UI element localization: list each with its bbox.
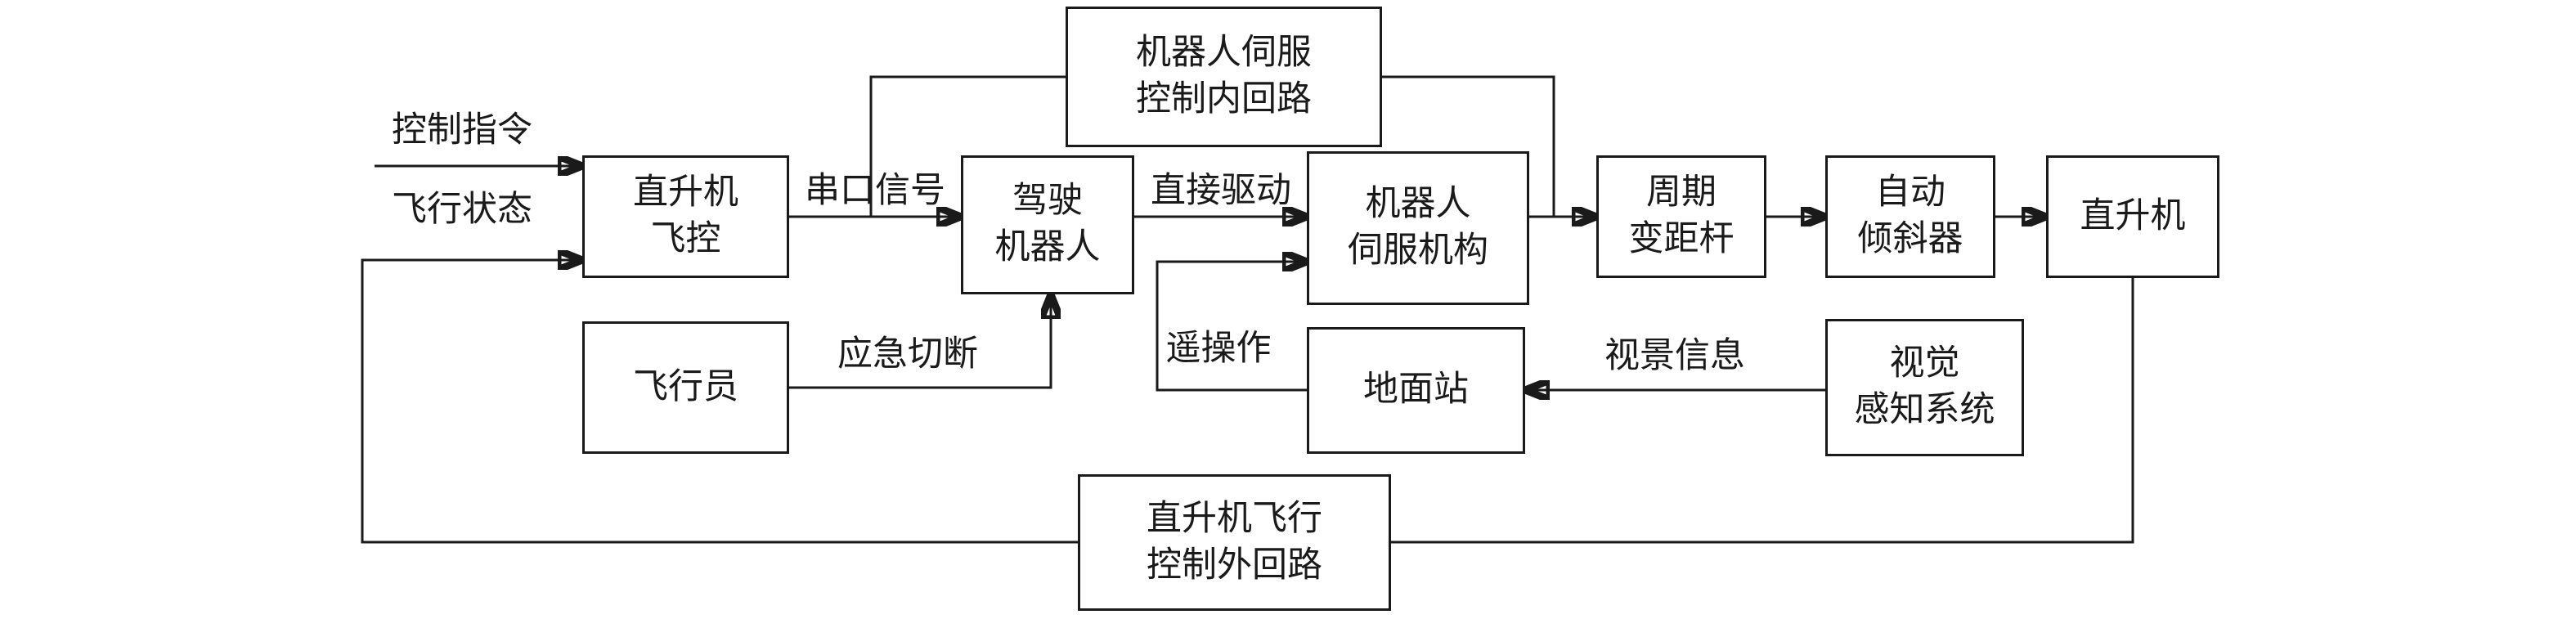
node-pilot: 飞行员 xyxy=(582,321,789,454)
node-robot-servo-mechanism-label: 机器人 伺服机构 xyxy=(1348,185,1488,270)
node-driving-robot: 驾驶 机器人 xyxy=(961,155,1134,294)
node-helicopter-flight-controller-label: 直升机 飞控 xyxy=(633,173,738,258)
node-visual-perception-system-label: 视觉 感知系统 xyxy=(1854,344,1995,429)
node-flight-control-outer-loop: 直升机飞行 控制外回路 xyxy=(1078,474,1391,611)
node-robot-servo-inner-loop-label: 机器人伺服 控制内回路 xyxy=(1136,34,1312,119)
label-serial-signal: 串口信号 xyxy=(805,172,945,210)
node-ground-station: 地面站 xyxy=(1307,327,1525,454)
node-auto-swashplate: 自动 倾斜器 xyxy=(1825,155,1995,278)
node-robot-servo-mechanism: 机器人 伺服机构 xyxy=(1307,151,1529,305)
label-control-command: 控制指令 xyxy=(392,111,532,150)
edge-emergency-cutoff-arrow xyxy=(789,294,1051,389)
label-teleoperation: 遥操作 xyxy=(1165,330,1272,368)
edge-flight-status-arrow xyxy=(361,260,1078,544)
node-helicopter-flight-controller: 直升机 飞控 xyxy=(582,155,789,278)
node-flight-control-outer-loop-label: 直升机飞行 控制外回路 xyxy=(1147,499,1322,585)
edge-inner-loop-right-line xyxy=(1382,75,1555,217)
node-ground-station-label: 地面站 xyxy=(1363,370,1469,410)
node-cyclic-pitch-lever: 周期 变距杆 xyxy=(1596,155,1766,278)
edge-teleoperation-arrow xyxy=(1156,262,1307,392)
edge-outer-loop-right-line xyxy=(1391,278,2134,544)
node-helicopter-label: 直升机 xyxy=(2080,196,2186,235)
label-flight-status: 飞行状态 xyxy=(392,191,532,229)
node-robot-servo-inner-loop: 机器人伺服 控制内回路 xyxy=(1066,7,1382,147)
edge-inner-loop-left-line xyxy=(869,75,1066,217)
node-helicopter: 直升机 xyxy=(2046,155,2219,278)
label-emergency-cutoff: 应急切断 xyxy=(837,335,978,374)
label-visual-info: 视景信息 xyxy=(1604,337,1745,375)
node-pilot-label: 飞行员 xyxy=(633,367,738,406)
node-driving-robot-label: 驾驶 机器人 xyxy=(994,182,1101,267)
node-auto-swashplate-label: 自动 倾斜器 xyxy=(1857,173,1963,258)
node-visual-perception-system: 视觉 感知系统 xyxy=(1825,319,2024,456)
node-cyclic-pitch-lever-label: 周期 变距杆 xyxy=(1628,173,1735,258)
label-direct-drive: 直接驱动 xyxy=(1151,172,1291,210)
